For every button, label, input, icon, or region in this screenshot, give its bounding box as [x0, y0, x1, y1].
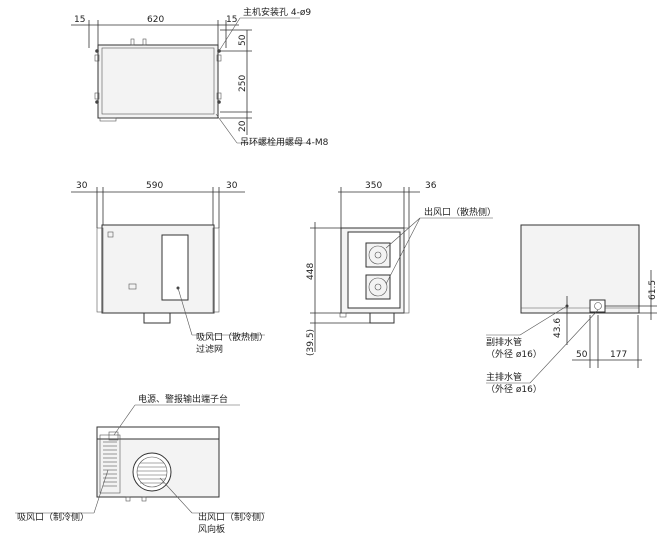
dim-top-width: 620	[147, 15, 164, 25]
label-mount-holes: 主机安装孔 4-ø9	[243, 6, 311, 18]
dim-side-width: 350	[365, 181, 382, 191]
label-intake-cold: 吸风口（制冷侧）	[17, 511, 89, 523]
label-main-drain-size: （外径 ø16）	[486, 383, 542, 395]
top-unit-inner	[101, 47, 215, 115]
dim-top-250: 250	[238, 75, 248, 92]
mount-hole-icon	[95, 49, 99, 53]
outlet-fan-icon	[132, 452, 172, 492]
logo-icon	[107, 231, 114, 238]
dim-right-50: 50	[576, 350, 588, 360]
side-view: 350 36 448 (39.5) 出风口（散热侧）	[306, 181, 496, 356]
right-side-view: 61.5 43.6 50 177 副排水管 （外径 ø16） 主排水管 （外径 …	[486, 224, 658, 395]
top-unit-body	[97, 44, 219, 119]
dim-front-width: 590	[146, 181, 163, 191]
dim-side-bottom: (39.5)	[306, 329, 316, 356]
front-unit-body	[101, 224, 215, 314]
dim-front-right: 30	[226, 181, 238, 191]
label-filter: 过滤网	[196, 343, 223, 355]
fan-icon	[365, 274, 391, 300]
mount-hole-icon	[95, 100, 99, 104]
label-terminal: 电源、警报输出端子台	[138, 393, 228, 405]
bottom-view: 电源、警报输出端子台 吸风口（制冷侧） 出风口（制冷侧） 风向板	[15, 393, 270, 535]
mount-hole-icon	[217, 100, 221, 104]
right-unit-body	[520, 224, 640, 314]
dim-top-20: 20	[238, 120, 248, 132]
label-sub-drain-size: （外径 ø16）	[486, 348, 542, 360]
front-filter	[161, 234, 189, 301]
label-intake-hot: 吸风口（散热侧）	[196, 331, 268, 343]
dim-right-43-6: 43.6	[553, 318, 563, 338]
label-sub-drain: 副排水管	[486, 336, 522, 348]
front-view: 30 590 30 吸风口（散热侧） 过滤网	[71, 181, 268, 355]
dim-front-left: 30	[76, 181, 88, 191]
dim-right-61-5: 61.5	[648, 280, 658, 300]
front-duct	[143, 312, 171, 324]
fan-icon	[365, 242, 391, 268]
label-eye-bolt: 吊环螺栓用螺母 4-M8	[240, 136, 329, 148]
nameplate-icon	[128, 283, 137, 290]
dim-top-50: 50	[238, 34, 248, 46]
dim-right-177: 177	[610, 350, 627, 360]
dim-side-height: 448	[306, 263, 316, 280]
top-view: 15 620 15 主机安装孔 4-ø9 50 250 20 吊环螺栓用螺母 4…	[71, 6, 329, 148]
terminal-block-icon	[108, 431, 119, 441]
label-outlet-cold: 出风口（制冷侧）	[198, 511, 270, 523]
label-main-drain: 主排水管	[486, 371, 522, 383]
dim-top-right: 15	[226, 15, 237, 25]
dim-side-extra: 36	[425, 181, 437, 191]
label-louver: 风向板	[198, 523, 225, 535]
label-outlet-hot: 出风口（散热侧）	[424, 206, 496, 218]
dim-top-left: 15	[74, 15, 85, 25]
